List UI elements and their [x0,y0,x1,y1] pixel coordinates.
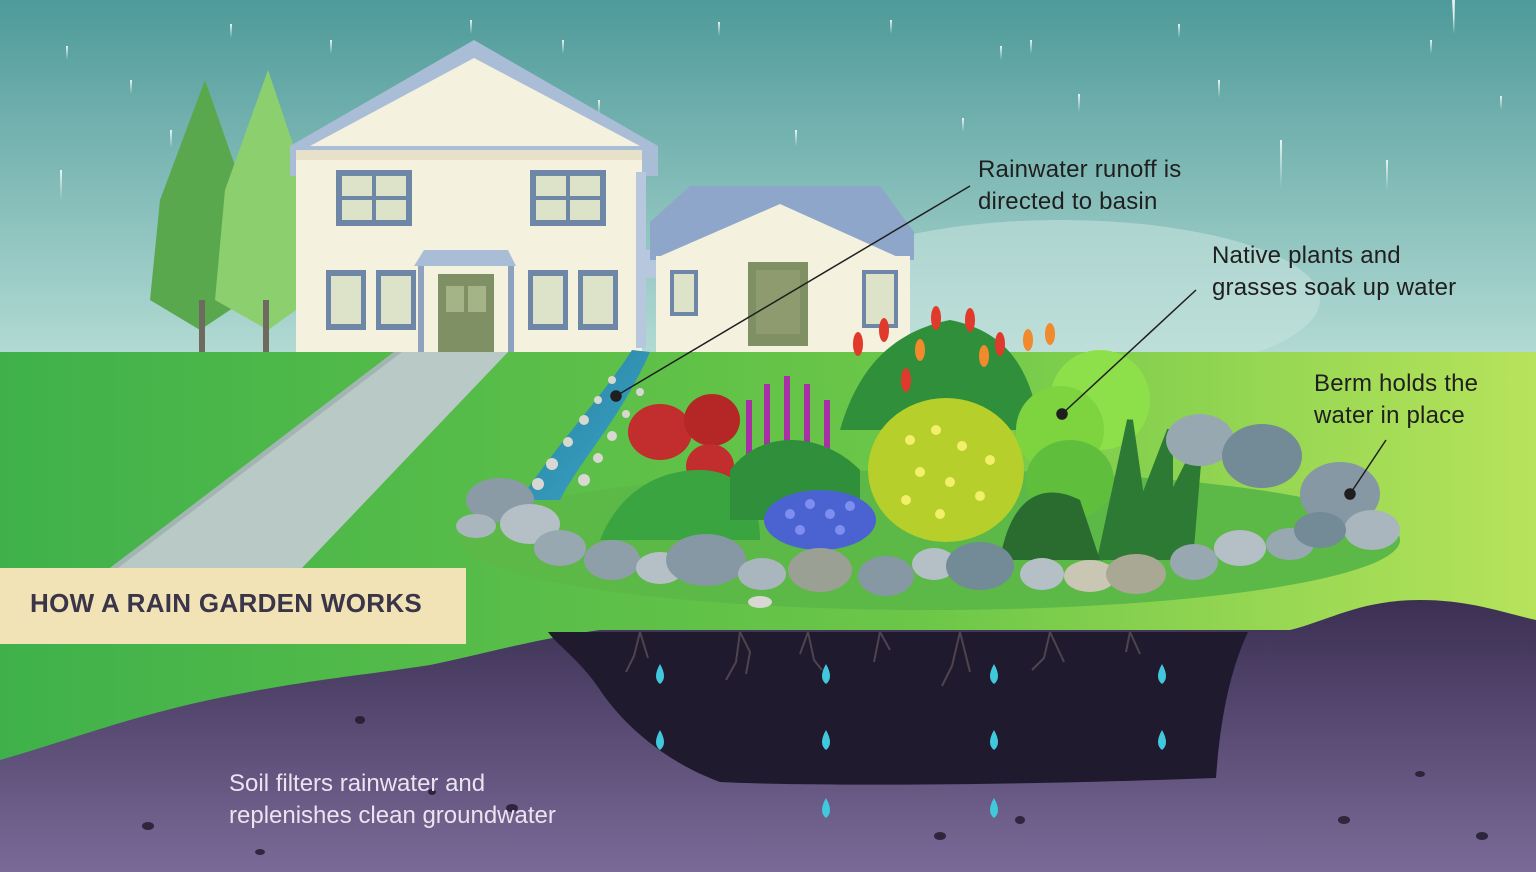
stream-pebbles [532,376,644,490]
callout-soil-line-2: replenishes clean groundwater [229,802,556,829]
callout-runoff: Rainwater runoff is directed to basin [978,154,1181,218]
leader-lines [610,185,1387,500]
callout-plants: Native plants and grasses soak up water [1212,240,1456,304]
basin [548,632,1248,785]
soil-pebbles [142,716,1488,855]
callout-runoff-line-2: directed to basin [978,188,1158,215]
walkway [110,352,508,568]
trees [150,70,310,360]
roots [625,631,1141,687]
callout-berm: Berm holds the water in place [1314,368,1478,432]
callout-berm-line-1: Berm holds the [1314,370,1479,397]
callout-runoff-line-1: Rainwater runoff is [978,156,1182,183]
callout-soil-line-1: Soil filters rainwater and [229,770,486,797]
page-title: HOW A RAIN GARDEN WORKS [30,588,423,618]
house [290,40,914,356]
callout-berm-line-2: water in place [1314,402,1465,429]
rain-drops [60,0,1502,224]
berm-rocks [456,414,1400,608]
groundwater-drops [656,664,1166,818]
callout-soil: Soil filters rainwater and replenishes c… [229,768,556,832]
title-banner: HOW A RAIN GARDEN WORKS [0,568,466,644]
callout-plants-line-2: grasses soak up water [1212,274,1457,301]
callout-plants-line-1: Native plants and [1212,242,1401,269]
